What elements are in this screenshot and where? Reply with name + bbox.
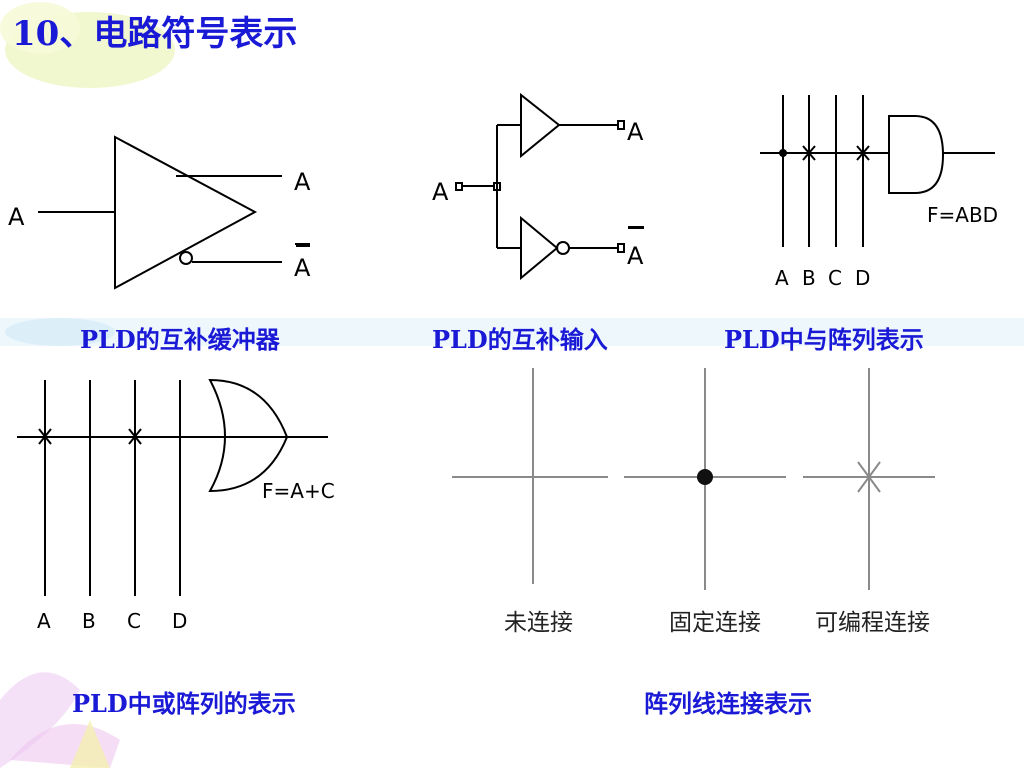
or-input-label: A: [37, 609, 51, 633]
fixed-connection-dot: [697, 469, 713, 485]
or-input-label: B: [82, 609, 96, 633]
comp-input-label: A: [432, 178, 449, 206]
caption-and-array: PLD中与阵列表示: [724, 325, 924, 354]
caption-or-array: PLD中或阵列的表示: [72, 689, 296, 718]
buffer-true-output-label: A: [294, 168, 311, 196]
connection-types-symbol: [452, 368, 935, 590]
caption-complementary-input: PLD的互补输入: [432, 325, 608, 354]
slide-title: 10、电路符号表示: [12, 14, 298, 54]
and-array-symbol: [760, 95, 995, 247]
no-connection-label: 未连接: [504, 610, 573, 636]
or-array-symbol: [17, 378, 328, 596]
comp-input-complement-output-label: A: [627, 242, 644, 270]
or-array-formula: F=A+C: [262, 479, 335, 503]
complement-overbar: [628, 226, 644, 228]
buffer-complement-output-label: A: [294, 254, 311, 282]
complementary-buffer-symbol: [38, 135, 310, 290]
caption-connections: 阵列线连接表示: [644, 689, 812, 718]
and-input-label: D: [855, 266, 870, 290]
comp-input-true-output-label: A: [627, 118, 644, 146]
caption-complementary-buffer: PLD的互补缓冲器: [80, 325, 280, 354]
and-array-formula: F=ABD: [927, 203, 998, 227]
fixed-connection-label: 固定连接: [669, 610, 761, 636]
buffer-input-label: A: [8, 203, 25, 231]
and-array-fixed-dot: [779, 149, 787, 157]
or-input-label: C: [127, 609, 141, 633]
and-input-label: B: [802, 266, 816, 290]
complement-overbar: [295, 243, 310, 245]
programmable-connection-label: 可编程连接: [815, 610, 930, 636]
and-input-label: C: [828, 266, 842, 290]
complementary-input-symbol: [455, 92, 644, 281]
or-input-label: D: [172, 609, 187, 633]
and-input-label: A: [775, 266, 789, 290]
